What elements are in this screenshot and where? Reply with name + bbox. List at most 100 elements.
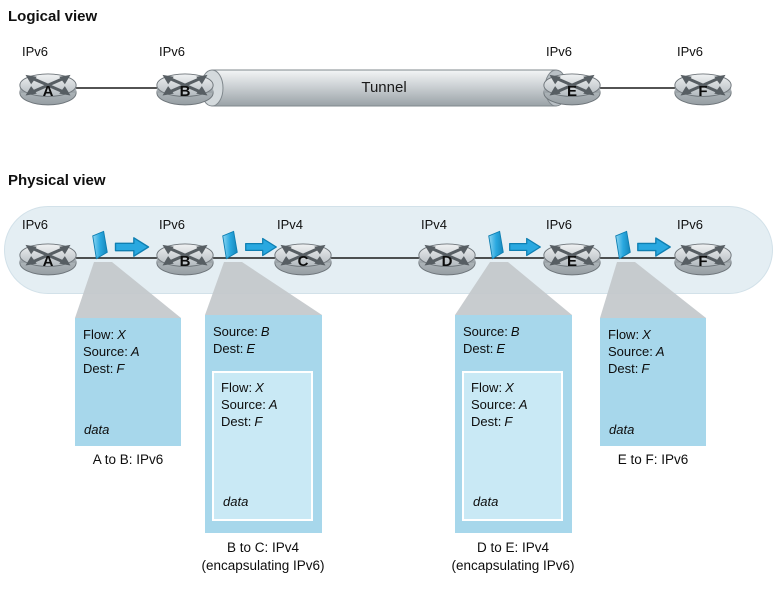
proto-label-physical-a: IPv6 [22, 217, 49, 232]
magnifier-funnel-1 [75, 262, 181, 318]
field-label: Source: [471, 397, 516, 412]
field-value: X [255, 380, 264, 395]
field-value: A [655, 344, 665, 359]
proto-label-logical-a: IPv6 [22, 44, 49, 59]
proto-label-physical-e: IPv6 [546, 217, 573, 232]
field-label: Dest: [463, 341, 494, 356]
field-label: Flow: [83, 327, 115, 342]
field-label: Source: [83, 344, 128, 359]
encapsulated-ipv6-datagram: Flow:X Source:A Dest:F data [212, 371, 313, 521]
packet-detail-box-b-c: Source:B Dest:E Flow:X Source:A Dest:F d… [205, 315, 322, 533]
router-letter: C [297, 253, 309, 270]
packet-caption-d-e: D to E: IPv4 (encapsulating IPv6) [418, 539, 608, 575]
payload-label: data [84, 422, 110, 437]
field-value: A [518, 397, 528, 412]
field-label: Source: [213, 324, 258, 339]
magnifier-funnel-4 [600, 262, 706, 318]
field-value: F [504, 414, 513, 429]
field-value: E [246, 341, 256, 356]
router-physical-f: F [673, 236, 733, 280]
packet-arrow-icon-4 [637, 237, 671, 257]
field-label: Flow: [608, 327, 640, 342]
field-value: X [117, 327, 126, 342]
field-label: Flow: [471, 380, 503, 395]
packet-field: Source:A [471, 396, 554, 413]
magnifier-funnel-3 [455, 262, 572, 315]
router-letter: F [698, 83, 708, 100]
logical-view-title: Logical view [8, 8, 98, 25]
encapsulated-ipv6-datagram: Flow:X Source:A Dest:F data [462, 371, 563, 521]
proto-label-logical-e: IPv6 [546, 44, 573, 59]
packet-field: Source:B [463, 323, 564, 340]
caption-line-1: B to C: IPv4 [226, 540, 300, 555]
packet-field: Source:A [83, 343, 173, 360]
field-label: Dest: [608, 361, 639, 376]
packet-flag-icon-3 [488, 230, 504, 260]
field-label: Flow: [221, 380, 253, 395]
router-letter: A [42, 253, 54, 270]
proto-label-physical-f: IPv6 [677, 217, 704, 232]
field-label: Dest: [83, 361, 114, 376]
field-label: Dest: [471, 414, 502, 429]
packet-field: Flow:X [471, 379, 554, 396]
packet-field: Dest:F [608, 360, 698, 377]
router-physical-e: E [542, 236, 602, 280]
packet-field: Dest:E [213, 340, 314, 357]
field-label: Source: [221, 397, 266, 412]
physical-view-title: Physical view [8, 172, 106, 189]
packet-arrow-icon-1 [114, 237, 150, 257]
payload-label: data [223, 494, 249, 509]
field-value: A [130, 344, 140, 359]
field-value: X [642, 327, 651, 342]
field-label: Source: [608, 344, 653, 359]
packet-field: Flow:X [608, 326, 698, 343]
tunnel-label: Tunnel [361, 79, 407, 96]
magnifier-funnel-2 [205, 262, 322, 315]
field-value: F [641, 361, 650, 376]
proto-label-logical-b: IPv6 [159, 44, 186, 59]
field-label: Dest: [221, 414, 252, 429]
router-letter: A [42, 83, 54, 100]
caption-line-1: E to F: IPv6 [617, 452, 689, 467]
proto-label-physical-b: IPv6 [159, 217, 186, 232]
packet-field: Dest:F [471, 413, 554, 430]
router-letter: E [566, 83, 577, 100]
caption-line-2: (encapsulating IPv6) [201, 558, 325, 573]
caption-line-1: D to E: IPv4 [476, 540, 550, 555]
proto-label-physical-d: IPv4 [421, 217, 448, 232]
router-letter: B [179, 253, 191, 270]
payload-label: data [473, 494, 499, 509]
router-physical-d: D [417, 236, 477, 280]
field-value: A [268, 397, 278, 412]
field-value: B [510, 324, 520, 339]
packet-arrow-icon-2 [245, 237, 277, 257]
caption-line-2: (encapsulating IPv6) [451, 558, 575, 573]
packet-arrow-icon-3 [509, 237, 541, 257]
packet-field: Dest:F [221, 413, 304, 430]
router-physical-a: A [18, 236, 78, 280]
field-value: X [505, 380, 514, 395]
proto-label-logical-f: IPv6 [677, 44, 704, 59]
packet-flag-icon-1 [92, 230, 108, 260]
packet-flag-icon-4 [615, 230, 631, 260]
router-letter: D [441, 253, 453, 270]
packet-field: Dest:F [83, 360, 173, 377]
field-label: Dest: [213, 341, 244, 356]
field-value: F [116, 361, 125, 376]
packet-detail-box-a-b: Flow:X Source:A Dest:F data [75, 318, 181, 446]
field-label: Source: [463, 324, 508, 339]
packet-caption-e-f: E to F: IPv6 [573, 451, 733, 469]
packet-caption-b-c: B to C: IPv4 (encapsulating IPv6) [168, 539, 358, 575]
packet-field: Dest:E [463, 340, 564, 357]
packet-field: Source:B [213, 323, 314, 340]
packet-field: Source:A [221, 396, 304, 413]
packet-caption-a-b: A to B: IPv6 [48, 451, 208, 469]
packet-field: Flow:X [83, 326, 173, 343]
router-logical-a: A [18, 66, 78, 110]
router-letter: F [698, 253, 708, 270]
router-logical-b: B [155, 66, 215, 110]
payload-label: data [609, 422, 635, 437]
field-value: E [496, 341, 506, 356]
caption-line-1: A to B: IPv6 [92, 452, 164, 467]
